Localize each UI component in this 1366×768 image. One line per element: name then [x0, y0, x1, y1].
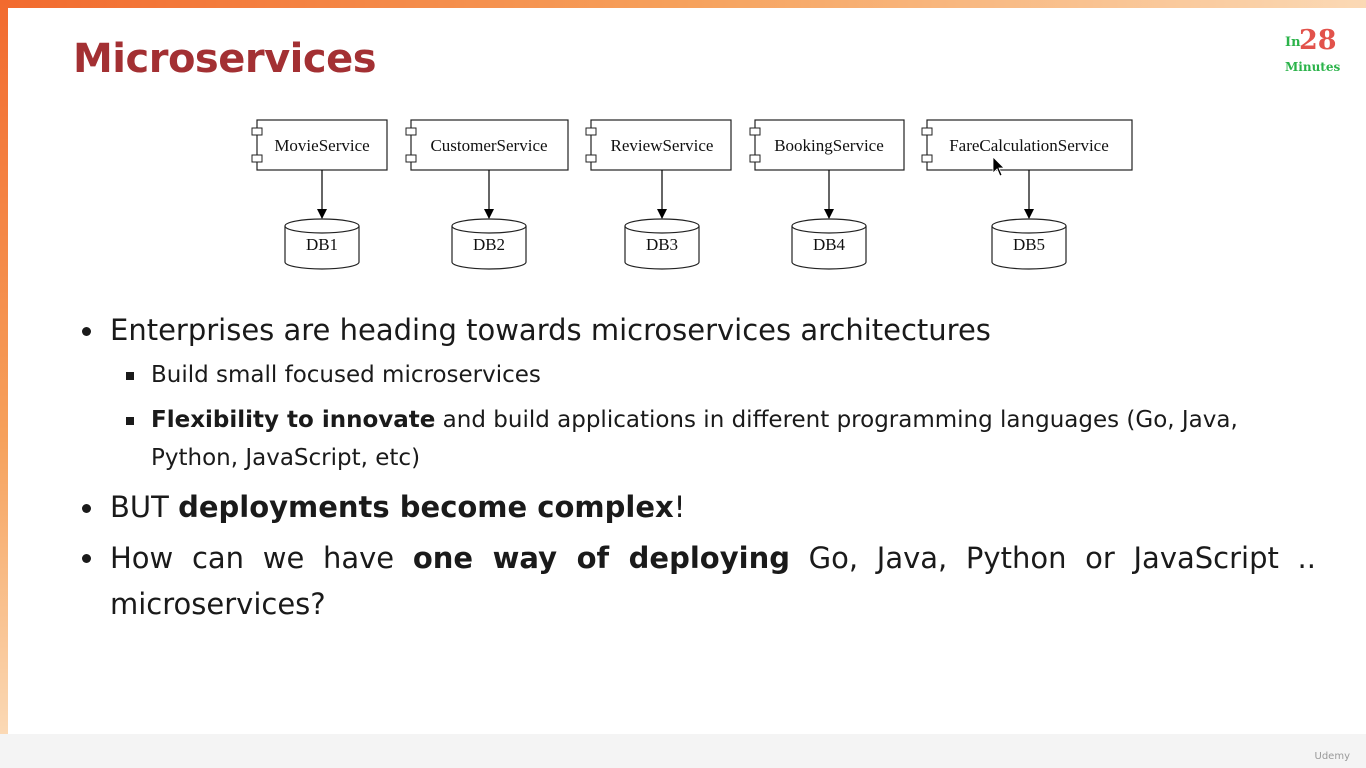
bullet-list: Enterprises are heading towards microser… — [72, 308, 1316, 627]
mouse-cursor-icon — [992, 156, 1005, 177]
bullet-bold-text: deployments become complex — [178, 490, 674, 524]
database-db1: DB1 — [284, 218, 360, 270]
slide: Microservices In 28 Minutes MovieService… — [0, 0, 1366, 734]
left-accent-bar — [0, 0, 8, 734]
service-box-customer: CustomerService — [405, 119, 569, 171]
database-db2: DB2 — [451, 218, 527, 270]
sub-bullet-item: Flexibility to innovate and build applic… — [72, 401, 1316, 477]
bullet-bold-text: one way of deploying — [412, 541, 790, 575]
service-label-fare-calculation: FareCalculationService — [949, 136, 1109, 155]
service-box-fare-calculation: FareCalculationService — [921, 119, 1133, 171]
database-db4: DB4 — [791, 218, 867, 270]
bullet-text: How can we have — [110, 541, 413, 575]
service-label-review: ReviewService — [611, 136, 714, 155]
top-accent-bar — [0, 0, 1366, 8]
service-label-movie: MovieService — [274, 136, 369, 155]
microservices-diagram: MovieService DB1 CustomerService DB2 Rev… — [251, 119, 1133, 270]
sub-bullet-text: and build applications in different prog… — [151, 407, 1238, 471]
bullet-text: Enterprises are heading towards microser… — [110, 313, 991, 347]
bullet-item: Enterprises are heading towards microser… — [72, 308, 1316, 352]
service-box-booking: BookingService — [749, 119, 905, 171]
database-db5: DB5 — [991, 218, 1067, 270]
service-label-booking: BookingService — [774, 136, 884, 155]
bullet-text: BUT — [110, 490, 179, 524]
udemy-watermark: Udemy — [1314, 751, 1350, 762]
database-label-db3: DB3 — [646, 235, 678, 254]
sub-bullet-bold-text: Flexibility to innovate — [151, 407, 436, 433]
bullet-text: ! — [673, 490, 686, 524]
database-label-db1: DB1 — [306, 235, 338, 254]
sub-bullet-text: Build small focused microservices — [151, 362, 541, 388]
database-label-db5: DB5 — [1013, 235, 1045, 254]
sub-bullet-item: Build small focused microservices — [72, 356, 1316, 394]
database-db3: DB3 — [624, 218, 700, 270]
bullet-item: How can we have one way of deploying Go,… — [72, 535, 1316, 627]
database-label-db4: DB4 — [813, 235, 846, 254]
bullet-item: BUT deployments become complex! — [72, 485, 1316, 529]
logo-number-text: 28 — [1299, 25, 1337, 56]
slide-title: Microservices — [73, 36, 377, 82]
database-label-db2: DB2 — [473, 235, 505, 254]
logo-minutes-text: Minutes — [1285, 60, 1341, 74]
logo-in-text: In — [1285, 35, 1301, 50]
service-label-customer: CustomerService — [430, 136, 547, 155]
service-box-review: ReviewService — [585, 119, 732, 171]
in28minutes-logo: In 28 Minutes — [1282, 25, 1352, 77]
service-box-movie: MovieService — [251, 119, 388, 171]
bullet-text: Go, Java, Python or JavaScript .. micros… — [110, 541, 1316, 621]
